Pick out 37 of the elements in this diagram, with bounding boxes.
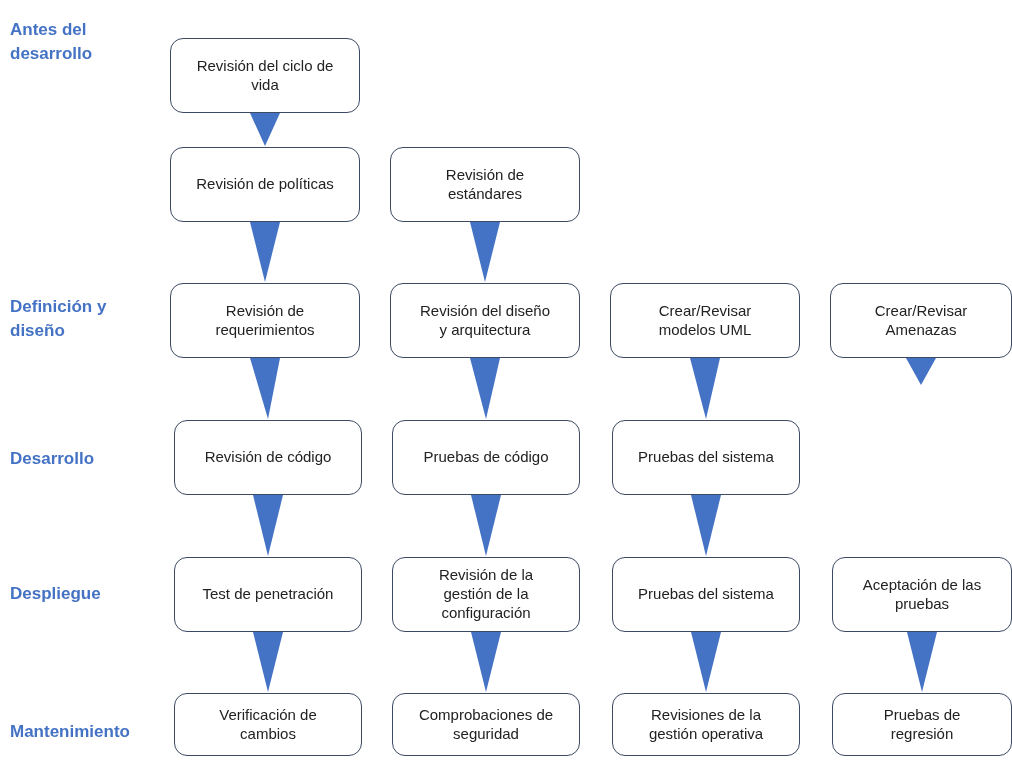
process-box: Pruebas del sistema xyxy=(612,557,800,632)
arrow xyxy=(691,632,721,692)
arrow xyxy=(253,632,283,692)
arrow xyxy=(470,222,500,282)
process-box: Pruebas de código xyxy=(392,420,580,495)
arrow xyxy=(907,632,937,692)
phase-label: Desarrollo xyxy=(10,448,96,470)
process-box: Test de penetración xyxy=(174,557,362,632)
process-box: Aceptación de las pruebas xyxy=(832,557,1012,632)
arrow xyxy=(470,358,500,419)
arrow xyxy=(250,358,280,419)
process-box: Revisión de políticas xyxy=(170,147,360,222)
process-box: Revisión del diseño y arquitectura xyxy=(390,283,580,358)
arrow xyxy=(253,495,283,556)
process-box: Revisión de la gestión de la configuración xyxy=(392,557,580,632)
process-box: Revisión del ciclo de vida xyxy=(170,38,360,113)
process-box: Crear/Revisar modelos UML xyxy=(610,283,800,358)
process-box: Comprobaciones de seguridad xyxy=(392,693,580,756)
process-box: Revisión de requerimientos xyxy=(170,283,360,358)
process-box: Pruebas de regresión xyxy=(832,693,1012,756)
process-box: Verificación de cambios xyxy=(174,693,362,756)
phase-label: Antes del desarrollo xyxy=(10,19,94,65)
arrow xyxy=(471,495,501,556)
process-box: Pruebas del sistema xyxy=(612,420,800,495)
phase-label: Despliegue xyxy=(10,583,102,605)
phase-label: Mantenimiento xyxy=(10,721,131,743)
process-box: Revisiones de la gestión operativa xyxy=(612,693,800,756)
process-box: Revisión de código xyxy=(174,420,362,495)
process-box: Revisión de estándares xyxy=(390,147,580,222)
arrow xyxy=(250,113,280,146)
arrow xyxy=(906,358,936,385)
arrow xyxy=(471,632,501,692)
arrow xyxy=(691,495,721,556)
arrow xyxy=(690,358,720,419)
process-box: Crear/Revisar Amenazas xyxy=(830,283,1012,358)
phase-label: Definición y diseño xyxy=(10,296,108,342)
arrow xyxy=(250,222,280,282)
